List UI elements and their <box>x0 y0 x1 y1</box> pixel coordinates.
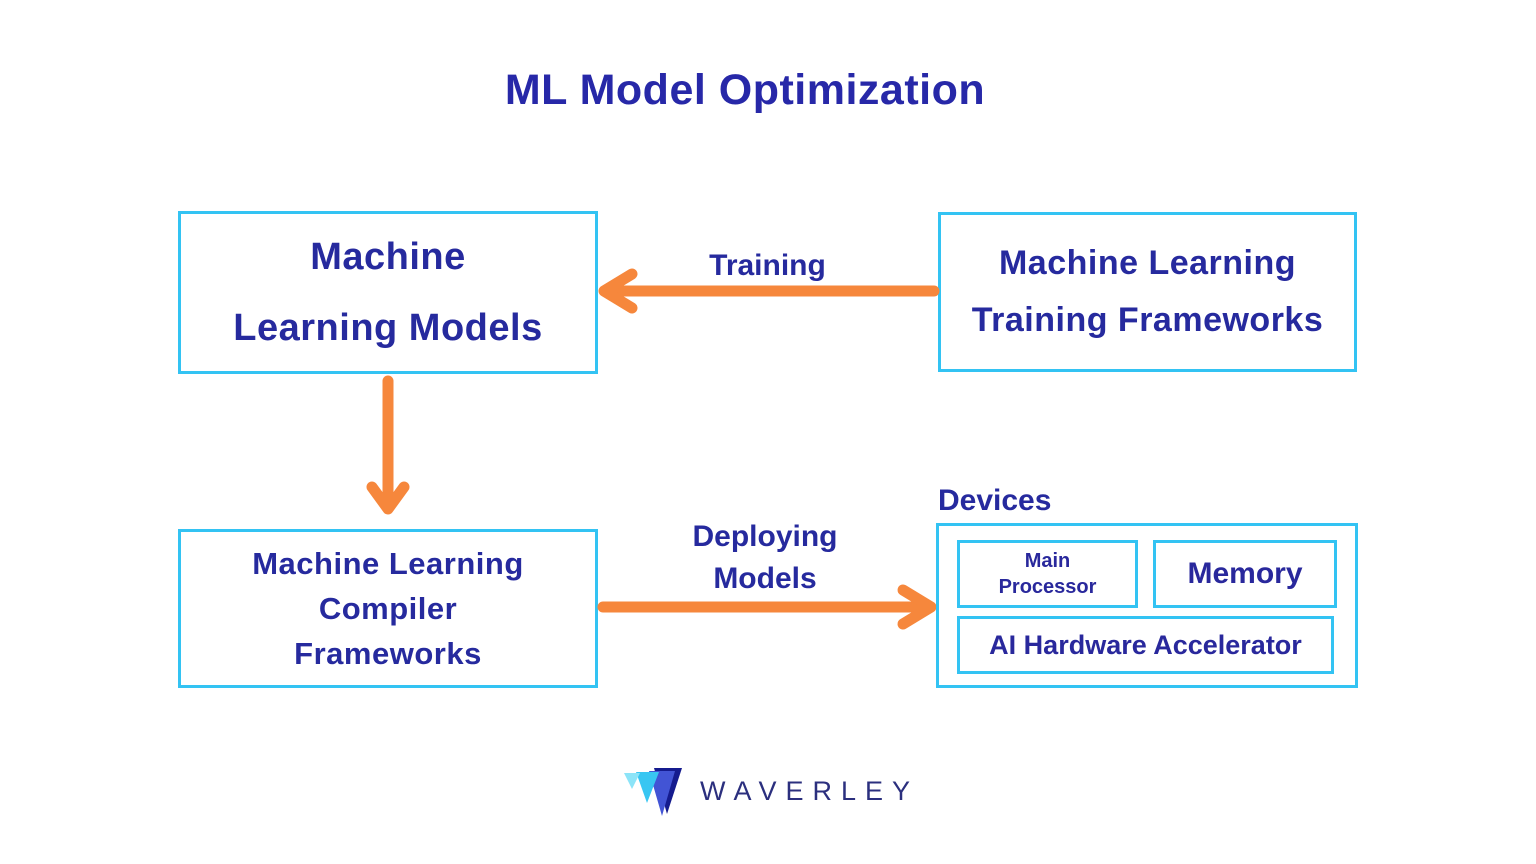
node-text-line: Compiler <box>318 591 458 626</box>
node-text-line: Machine Learning <box>252 546 524 581</box>
deploy-arrow-icon <box>597 584 937 630</box>
node-training-frameworks: Machine Learning Training Frameworks <box>938 212 1357 372</box>
waverley-logo-icon <box>624 768 682 816</box>
node-compiler-frameworks: Machine Learning Compiler Frameworks <box>178 529 598 688</box>
brand-footer: WAVERLEY <box>618 762 919 820</box>
brand-name: WAVERLEY <box>700 776 920 806</box>
chip-text-line: Main <box>1024 550 1071 572</box>
chip-memory: Memory <box>1153 540 1337 608</box>
edge-label-deploying: Deploying Models <box>640 516 890 600</box>
node-text-line: Learning Models <box>233 306 543 349</box>
devices-group-label: Devices <box>938 484 1052 517</box>
node-text-line: Frameworks <box>294 636 482 671</box>
node-machine-learning-models: Machine Learning Models <box>178 211 598 374</box>
chip-text-line: AI Hardware Accelerator <box>989 629 1302 660</box>
chip-main-processor: Main Processor <box>957 540 1138 608</box>
chip-ai-hardware-accelerator: AI Hardware Accelerator <box>957 616 1334 674</box>
down-arrow-icon <box>366 375 410 515</box>
page-title: ML Model Optimization <box>504 66 986 114</box>
chip-text-line: Memory <box>1187 557 1303 590</box>
node-devices-container: Main Processor Memory AI Hardware Accele… <box>936 523 1358 688</box>
node-text-line: Training Frameworks <box>971 301 1324 339</box>
chip-text-line: Processor <box>998 576 1097 598</box>
edge-label-line: Deploying <box>692 520 838 553</box>
edge-label-training: Training <box>709 249 826 282</box>
edge-label-line: Models <box>713 562 817 595</box>
training-arrow-icon <box>598 268 940 314</box>
node-text-line: Machine Learning <box>998 244 1297 282</box>
node-text-line: Machine <box>310 235 466 278</box>
